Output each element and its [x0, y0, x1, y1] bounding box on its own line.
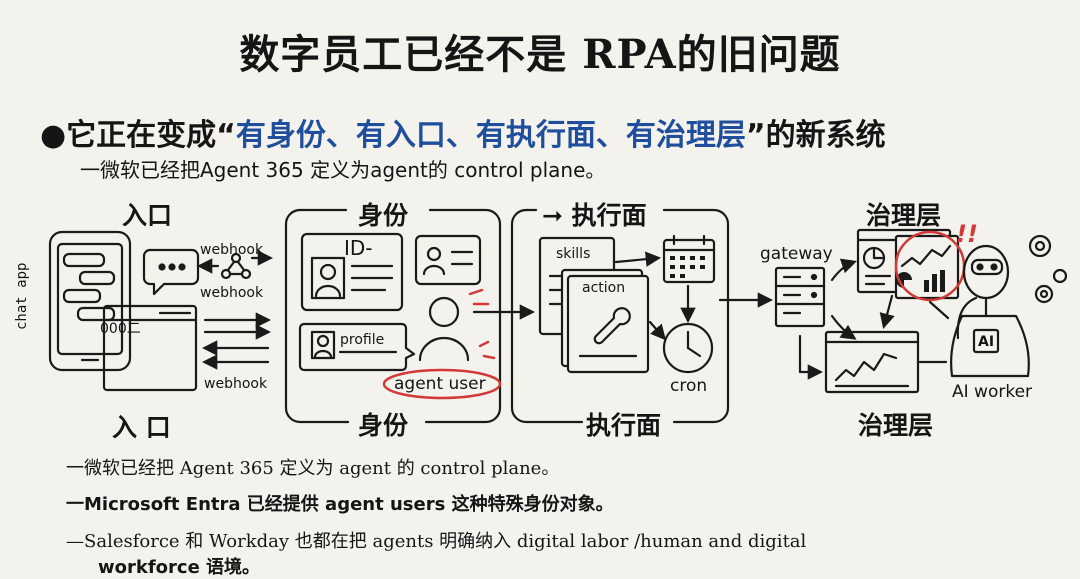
label-skills: skills	[556, 246, 591, 262]
dashboard-bottom-icon	[824, 330, 920, 394]
bullet-prefix: 它正在变成“	[66, 118, 236, 153]
webhook-node-icon	[220, 252, 252, 280]
id-card-icon	[300, 232, 404, 312]
label-exec-top: ➞ 执行面	[542, 201, 647, 230]
footer-line-1: 一微软已经把 Agent 365 定义为 agent 的 control pla…	[66, 458, 560, 479]
footer-line-4: workforce 语境。	[98, 557, 261, 578]
label-governance-top: 治理层	[866, 201, 942, 230]
label-entry-top: 入口	[122, 201, 173, 230]
ai-worker-robot-icon	[950, 244, 1030, 378]
label-ai-worker: AI worker	[952, 382, 1033, 402]
label-identity-top: 身份	[358, 201, 409, 230]
profile-card-icon	[298, 322, 416, 372]
label-webhook-3: webhook	[204, 376, 268, 392]
alert-marks: !!	[956, 220, 978, 248]
headline-bullet: ●它正在变成“有身份、有入口、有执行面、有治理层”的新系统	[40, 110, 886, 154]
bullet-suffix: ”的新系统	[745, 118, 886, 153]
label-action: action	[582, 280, 626, 296]
agent-user-highlight	[382, 368, 502, 400]
phone-icon	[48, 230, 132, 372]
label-id-card: ID-	[344, 236, 373, 260]
agent-user-icon	[418, 296, 470, 362]
person-bubble-icon	[414, 234, 482, 286]
label-cron: cron	[670, 376, 708, 396]
label-webhook-1: webhook	[200, 242, 264, 258]
subline: 一微软已经把Agent 365 定义为agent的 control plane。	[80, 158, 606, 182]
label-chat-app: chat app	[14, 262, 30, 330]
label-screen-code: 000二	[100, 321, 141, 337]
gateway-server-icon	[774, 266, 826, 328]
action-document-icon	[560, 268, 650, 374]
page-title: 数字员工已经不是 RPA的旧问题	[239, 31, 841, 78]
bullet-highlight: 有身份、有入口、有执行面、有治理层	[235, 118, 746, 153]
label-governance-bottom: 治理层	[858, 411, 934, 440]
bullet-marker: ●	[40, 118, 67, 153]
label-webhook-2: webhook	[200, 285, 264, 301]
label-ai-badge: AI	[978, 334, 995, 350]
label-agent-user: agent user	[394, 374, 486, 394]
calendar-icon	[662, 234, 716, 284]
label-identity-bottom: 身份	[358, 411, 409, 440]
clock-icon	[662, 322, 714, 374]
label-profile: profile	[340, 332, 385, 348]
label-exec-bottom: 执行面	[586, 411, 662, 440]
gear-icon	[1028, 234, 1068, 304]
footer-line-3: —Salesforce 和 Workday 也都在把 agents 明确纳入 d…	[66, 531, 807, 552]
label-gateway: gateway	[760, 244, 833, 264]
label-entry-bottom: 入 口	[112, 413, 171, 442]
browser-window-icon	[102, 304, 198, 392]
footer-line-2: 一Microsoft Entra 已经提供 agent users 这种特殊身份…	[66, 494, 614, 515]
chat-bubble-icon	[142, 248, 200, 296]
